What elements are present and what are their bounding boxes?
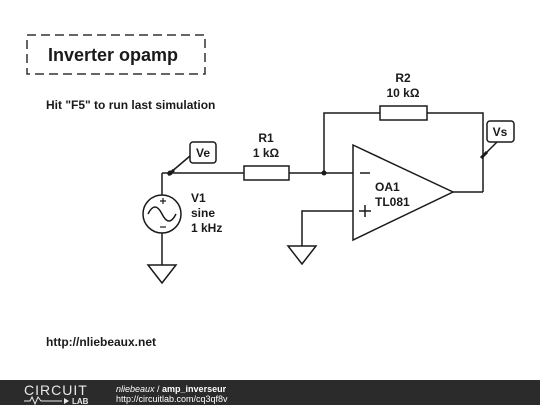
page-title: Inverter opamp — [48, 45, 178, 65]
v1-name: V1 — [191, 191, 206, 205]
wire-noninverting-ground — [301, 210, 353, 246]
r1-value: 1 kΩ — [253, 146, 280, 160]
junction-feedback — [321, 170, 327, 176]
footer-url[interactable]: http://circuitlab.com/cq3qf8v — [116, 394, 228, 404]
opamp-oa1[interactable] — [352, 143, 455, 242]
circuitlab-logo[interactable]: CIRCUIT LAB — [24, 382, 89, 405]
footer-bar — [0, 380, 540, 405]
oa1-name: OA1 — [375, 180, 400, 194]
probe-vs-tip — [479, 150, 489, 160]
oa1-part: TL081 — [375, 195, 410, 209]
source-plus-sign — [160, 198, 166, 204]
footer-credit: nliebeaux / amp_inverseur — [116, 384, 227, 394]
probe-vs-label: Vs — [493, 125, 508, 139]
footer-separator: / — [155, 384, 163, 394]
sine-wave-icon — [147, 206, 177, 222]
r1-name: R1 — [258, 131, 274, 145]
resistor-r1[interactable] — [243, 165, 290, 181]
logo-lab-text: LAB — [72, 397, 89, 405]
r2-value: 10 kΩ — [387, 86, 420, 100]
r2-name: R2 — [395, 71, 411, 85]
ground-symbol-source — [146, 264, 178, 285]
website-link[interactable]: http://nliebeaux.net — [46, 335, 156, 349]
probe-ve-tip — [167, 168, 175, 177]
resistor-r2[interactable] — [379, 105, 428, 121]
ground-symbol-opamp — [286, 245, 318, 266]
wire-feedback-right — [427, 112, 484, 192]
wires — [161, 112, 484, 265]
title-box — [26, 34, 206, 75]
wire-feedback-left — [323, 112, 380, 173]
probe-ve-label: Ve — [196, 146, 210, 160]
v1-freq: 1 kHz — [191, 221, 222, 235]
probe-ve[interactable] — [189, 141, 217, 164]
logo-circuit-text: CIRCUIT — [24, 382, 88, 398]
footer-project[interactable]: amp_inverseur — [162, 384, 227, 394]
opamp-plus-sign — [359, 205, 371, 217]
footer-author[interactable]: nliebeaux — [116, 384, 155, 394]
v1-type: sine — [191, 206, 215, 220]
logo-diode-icon — [64, 398, 69, 404]
probe-vs[interactable] — [486, 120, 515, 143]
logo-zigzag-icon — [24, 395, 62, 405]
simulation-hint: Hit "F5" to run last simulation — [46, 98, 215, 112]
